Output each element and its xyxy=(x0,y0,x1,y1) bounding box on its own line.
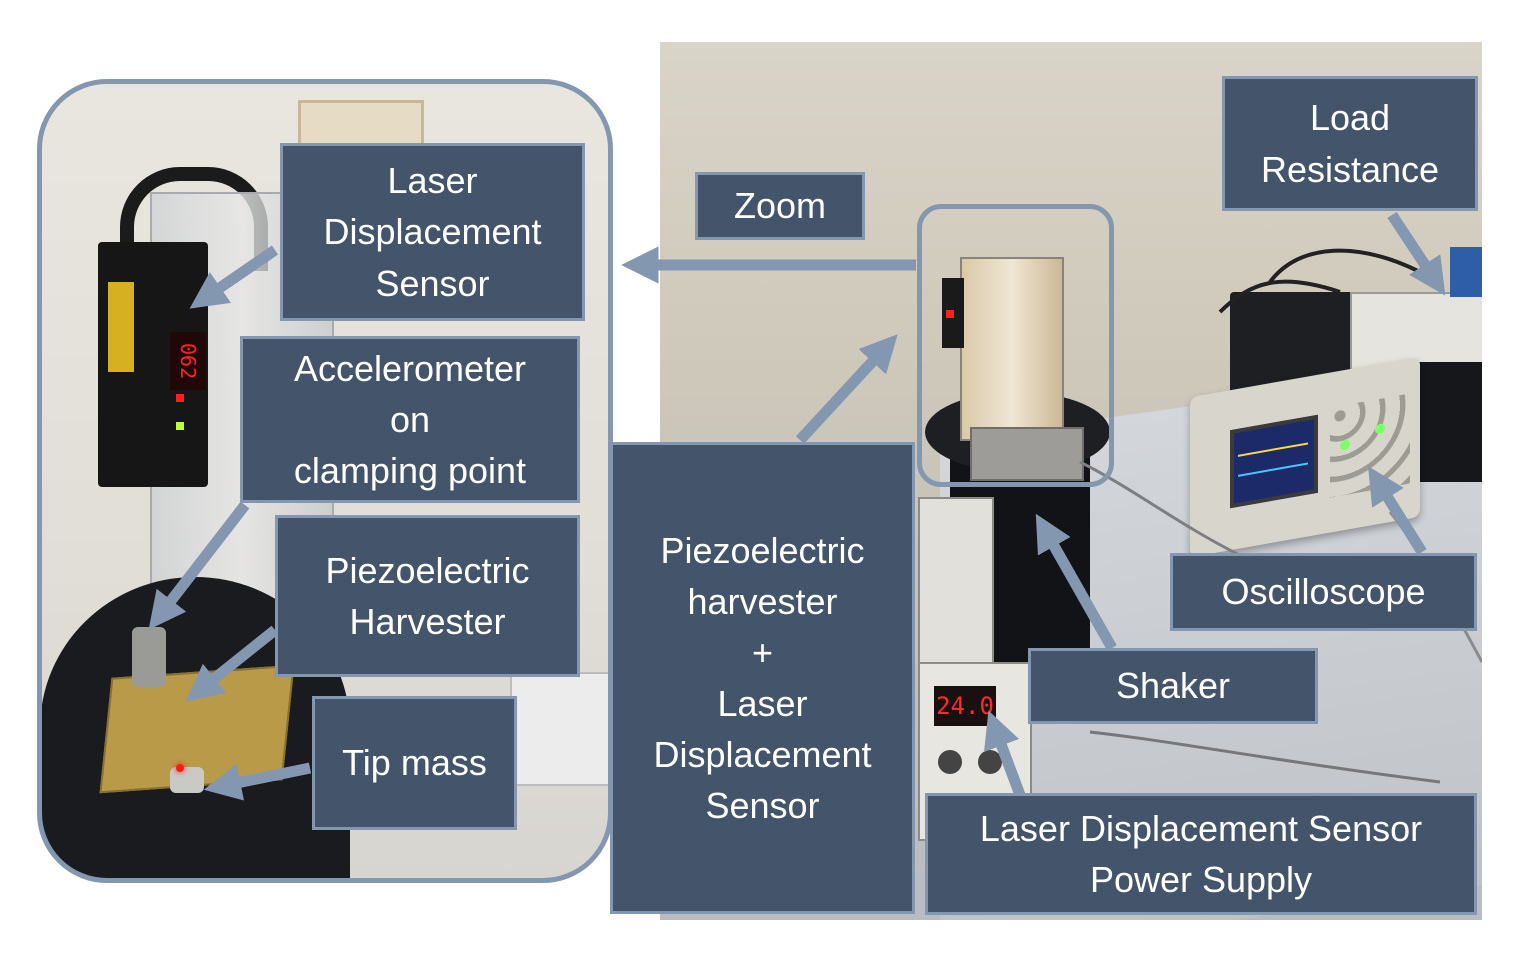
harvester-enclosure xyxy=(960,257,1064,441)
shaker-label: Shaker xyxy=(1028,648,1318,724)
piezo-harvester-arrow xyxy=(185,625,279,702)
power-supply-display: 24.0 xyxy=(934,686,996,726)
enclosure-base xyxy=(970,427,1084,481)
sensor-warning-sticker xyxy=(108,282,134,372)
tip-mass-label: Tip mass xyxy=(312,696,517,830)
load-resistance-label: Load Resistance xyxy=(1222,76,1478,211)
sensor-display: 062 xyxy=(170,332,206,390)
power-supply-label: Laser Displacement Sensor Power Supply xyxy=(925,793,1477,915)
power-supply-arrow xyxy=(984,710,1026,797)
laser-sensor-arrow xyxy=(189,245,279,309)
zoom-label: Zoom xyxy=(695,172,865,240)
accelerometer-label: Accelerometer on clamping point xyxy=(240,336,580,503)
blue-device xyxy=(1450,247,1482,297)
oscilloscope-label: Oscilloscope xyxy=(1170,553,1477,631)
laser-spot xyxy=(176,764,184,772)
tip-mass-body xyxy=(170,767,204,793)
piezo-harvester-label: Piezoelectric Harvester xyxy=(275,515,580,677)
laser-sensor-label: Laser Displacement Sensor xyxy=(280,143,585,321)
load-resistance-arrow xyxy=(1387,211,1446,296)
accelerometer-arrow xyxy=(148,501,250,630)
combo-arrow xyxy=(795,334,898,444)
oscilloscope-arrow xyxy=(1368,466,1427,555)
tip-mass-arrow xyxy=(203,762,312,801)
shaker-arrow xyxy=(1035,513,1117,651)
accelerometer-body xyxy=(132,627,166,687)
monitor-background xyxy=(510,672,610,786)
combo-label: Piezoelectric harvester + Laser Displace… xyxy=(610,442,915,914)
zoom-source-frame xyxy=(917,204,1114,487)
